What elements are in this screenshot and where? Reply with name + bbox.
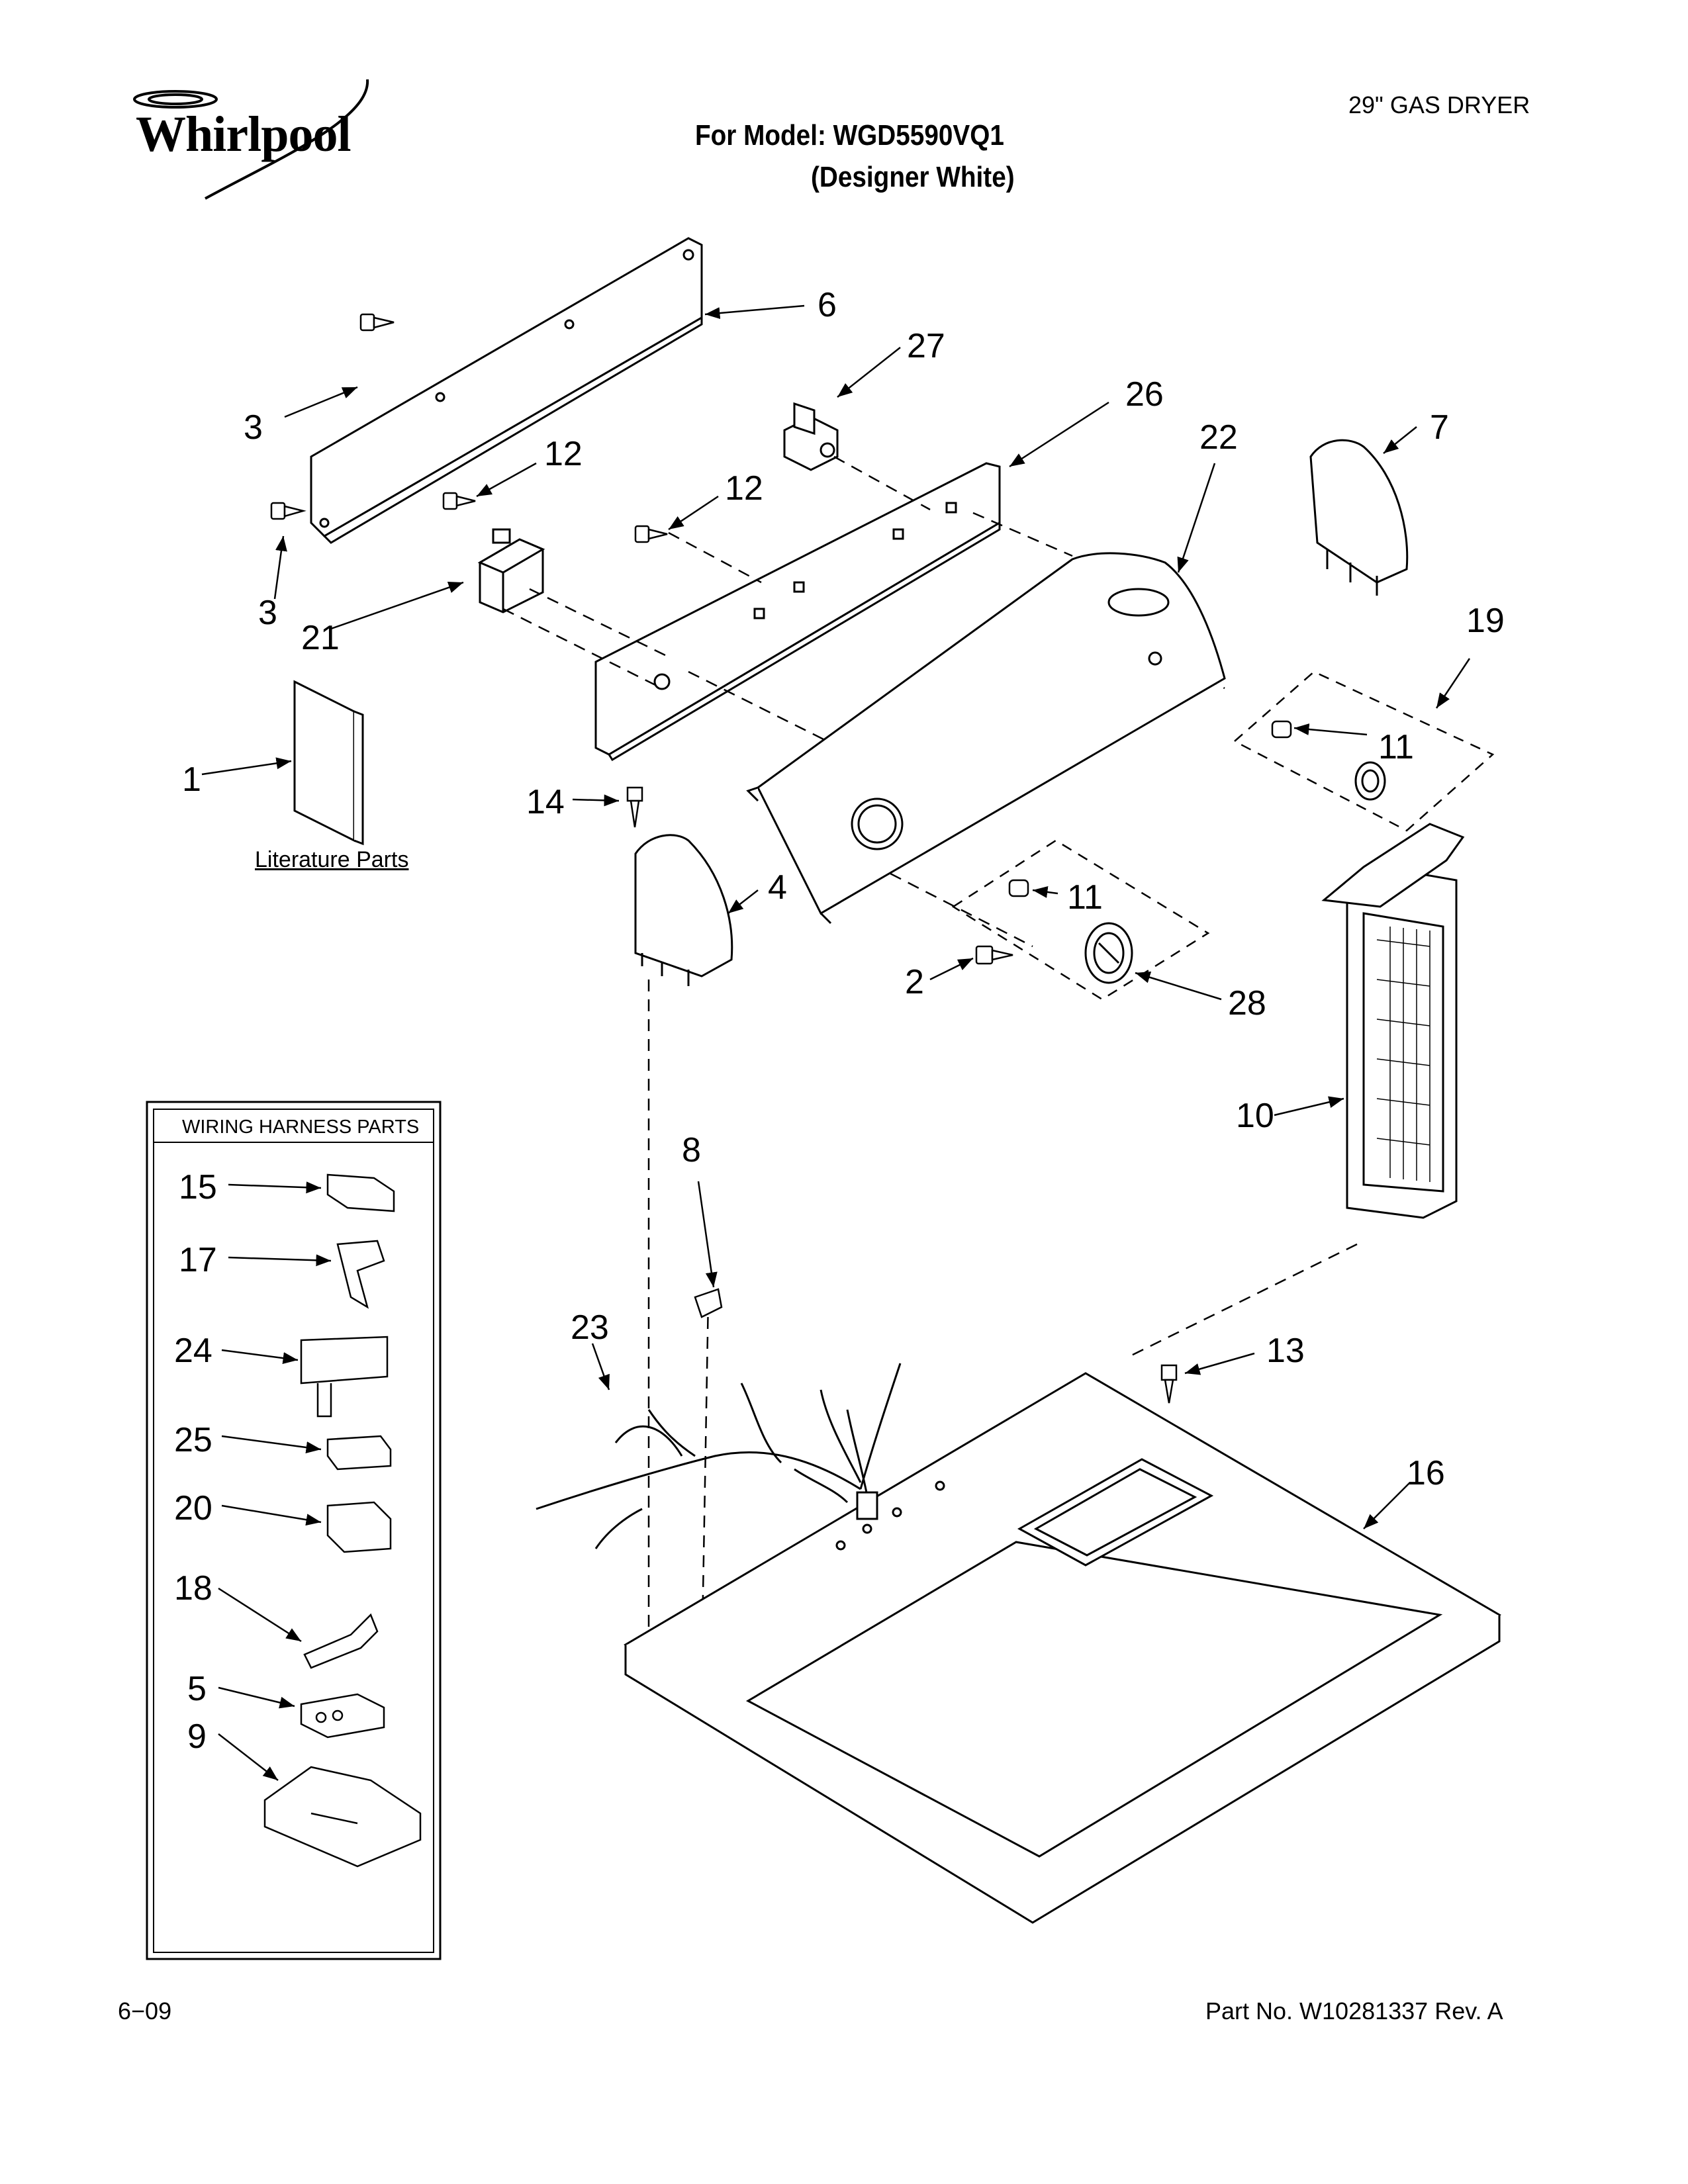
callout-9: 9 [187, 1717, 207, 1756]
part-27-push-switch [783, 402, 839, 471]
callout-7: 7 [1430, 408, 1449, 447]
screw-3-bottom-icon [270, 502, 306, 520]
screw-12-right-icon [634, 525, 668, 543]
callout-leaders [201, 304, 1471, 1781]
screw-2-icon [975, 945, 1013, 965]
part-11-sleeve-upper-icon [1271, 720, 1292, 739]
part-28-knob-group-box [951, 839, 1210, 1001]
part-5-connector-icon [300, 1693, 385, 1739]
callout-2: 2 [905, 963, 924, 1001]
part-11-sleeve-lower-icon [1008, 879, 1029, 897]
part-25-connector-icon [326, 1435, 392, 1471]
part-22-console [746, 552, 1226, 925]
screw-14-icon [626, 786, 643, 828]
part-17-clip-icon [336, 1240, 385, 1309]
part-18-terminal-icon [303, 1613, 379, 1669]
callout-26: 26 [1125, 375, 1164, 414]
part-24-terminal-block-icon [300, 1336, 389, 1418]
model-number: For Model: WGD5590VQ1 [695, 119, 1004, 152]
callout-6: 6 [818, 286, 837, 324]
callout-3-top: 3 [244, 408, 263, 447]
whirlpool-logo: Whirlpool [136, 107, 352, 162]
wiring-harness-title: WIRING HARNESS PARTS [182, 1116, 420, 1138]
callout-22: 22 [1199, 418, 1238, 457]
callout-11-lower: 11 [1067, 878, 1103, 917]
part-16-dryer-top [624, 1372, 1501, 1924]
callout-16: 16 [1407, 1454, 1445, 1492]
part-7-end-cap-right [1309, 439, 1409, 596]
callout-13: 13 [1266, 1332, 1305, 1370]
part-20-connector-icon [326, 1501, 392, 1553]
callout-11-upper: 11 [1378, 728, 1414, 766]
part-9-terminal-block-icon [263, 1766, 422, 1868]
callout-1: 1 [182, 760, 201, 799]
callout-3-bottom: 3 [258, 594, 277, 632]
callout-25: 25 [174, 1421, 212, 1459]
callout-20: 20 [174, 1489, 212, 1527]
part-10-lint-screen [1321, 823, 1465, 1219]
wiring-harness-parts-box [146, 1101, 442, 1960]
part-28-knob-icon [1084, 922, 1133, 984]
model-finish: (Designer White) [811, 161, 1015, 193]
callout-21: 21 [301, 619, 340, 657]
callout-28: 28 [1228, 984, 1266, 1023]
part-19-knob-icon [1354, 761, 1386, 801]
callout-12-left: 12 [544, 435, 583, 473]
callout-27: 27 [907, 327, 945, 365]
part-number: Part No. W10281337 Rev. A [1205, 1997, 1503, 2025]
callout-14: 14 [526, 783, 565, 821]
part-15-connector-icon [326, 1173, 395, 1212]
revision-date: 6−09 [118, 1997, 172, 2025]
screw-13-icon [1160, 1364, 1178, 1404]
part-1-literature-icon [293, 680, 364, 846]
callout-15: 15 [179, 1168, 217, 1206]
part-21-timer [477, 528, 545, 614]
part-8-clip-icon [694, 1288, 723, 1318]
callout-19: 19 [1466, 602, 1505, 640]
callout-24: 24 [174, 1332, 212, 1370]
part-26-console-bracket [594, 462, 1001, 762]
callout-18: 18 [174, 1569, 212, 1608]
part-19-knob-group-box [1233, 670, 1495, 832]
product-type: 29" GAS DRYER [1348, 91, 1530, 118]
whirlpool-swoosh-icon [133, 79, 369, 200]
callout-10: 10 [1236, 1097, 1274, 1135]
literature-parts-label: Literature Parts [255, 847, 409, 872]
part-23-wiring-harness [536, 1363, 902, 1549]
callout-12-right: 12 [725, 469, 763, 508]
screw-12-left-icon [442, 492, 476, 510]
part-4-end-cap-left [634, 834, 733, 986]
callout-17: 17 [179, 1241, 217, 1279]
callout-5: 5 [187, 1670, 207, 1708]
callout-23: 23 [571, 1308, 609, 1347]
part-6-console-back [310, 237, 703, 544]
callout-4: 4 [768, 868, 787, 907]
screw-3-top-icon [359, 313, 395, 332]
callout-8: 8 [682, 1131, 701, 1169]
